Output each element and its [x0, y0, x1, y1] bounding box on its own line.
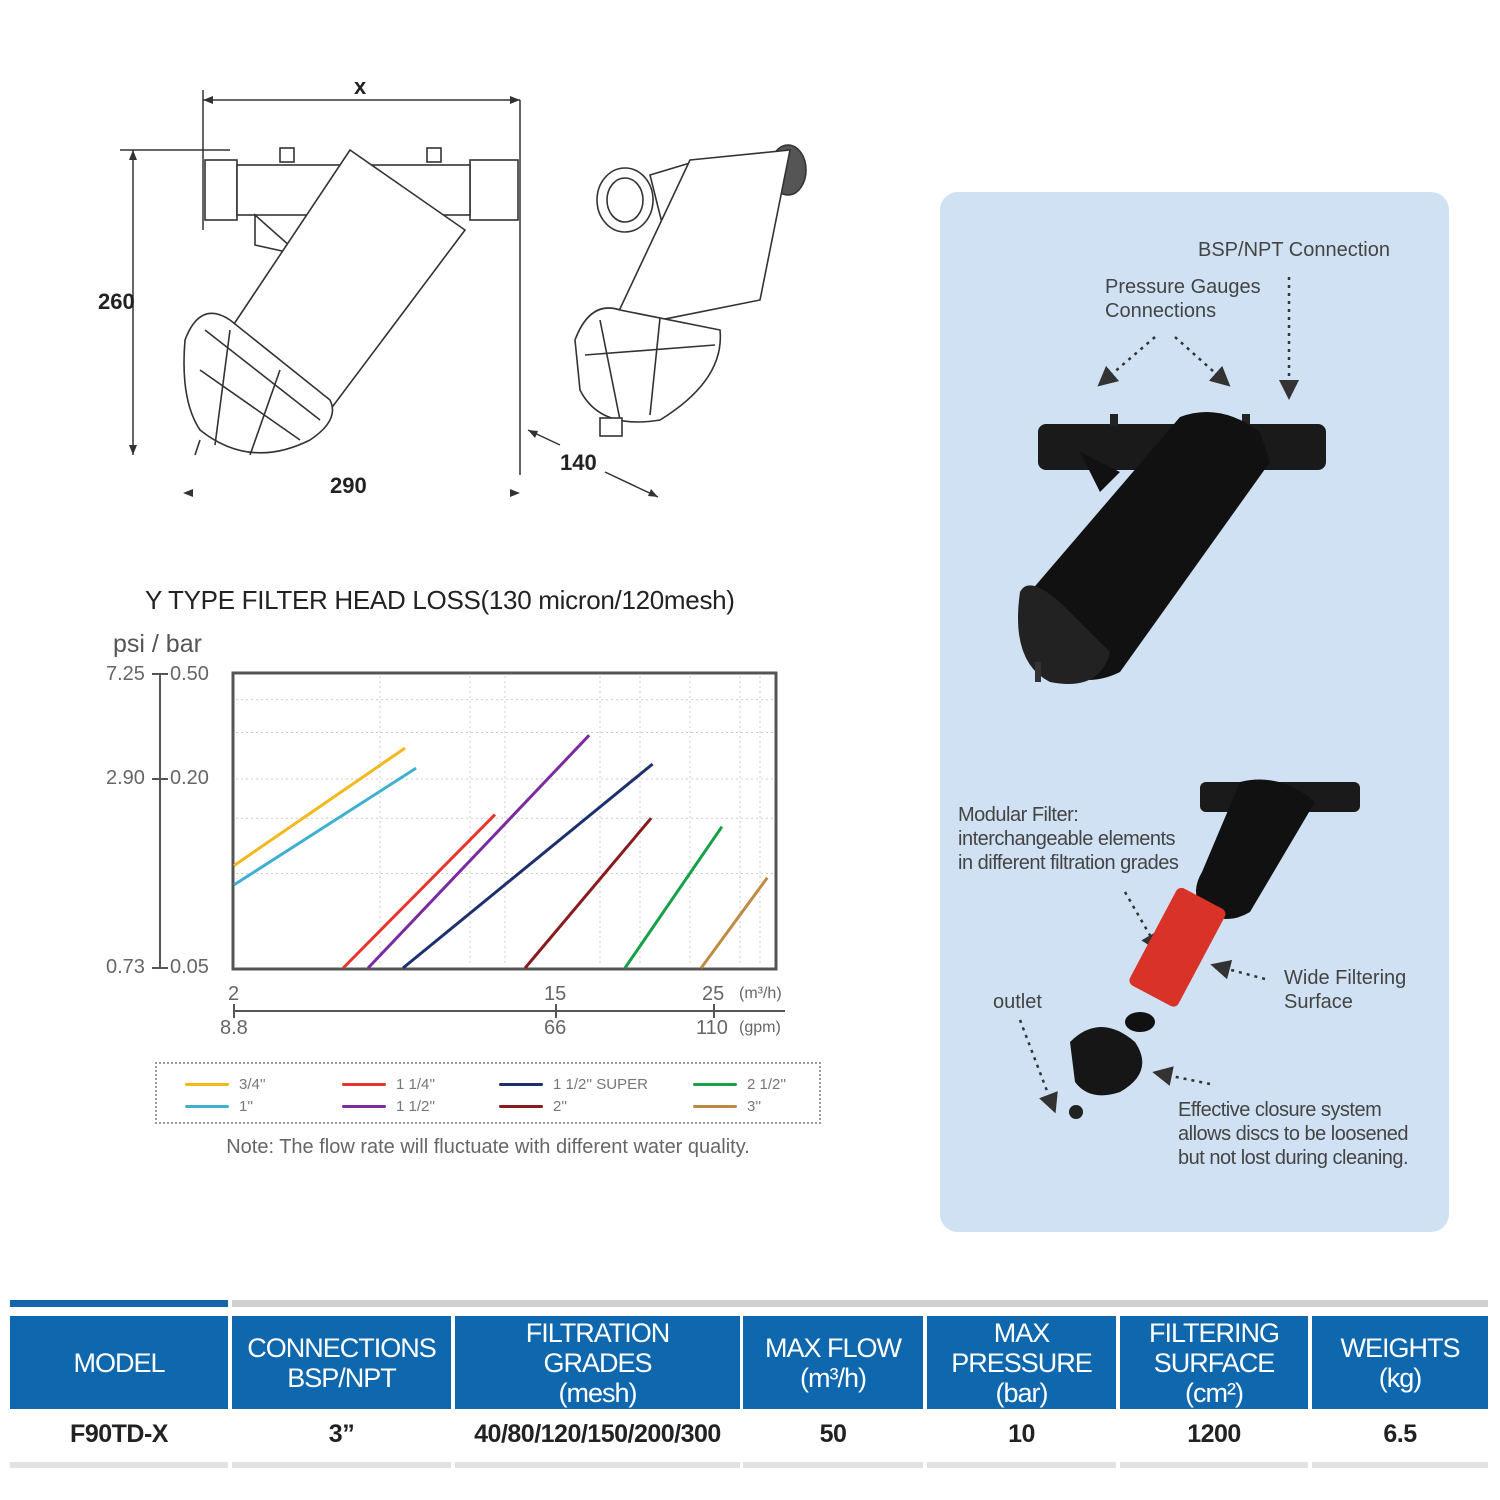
header-line: (kg)	[1378, 1362, 1423, 1393]
x-tick-m3h: 2	[228, 983, 240, 1005]
row-divider	[455, 1462, 740, 1468]
legend-item: 1 1/2'' SUPER	[499, 1076, 648, 1093]
header-line: GRADES	[543, 1347, 652, 1378]
plot-frame	[231, 671, 778, 971]
header-line: (cm²)	[1185, 1377, 1244, 1408]
cell-max-flow: 50	[819, 1419, 847, 1448]
cell-connections: 3”	[328, 1419, 355, 1448]
dimension-x-label: x	[354, 74, 367, 99]
series-line-2	[523, 817, 653, 969]
cell-filtering-surface: 1200	[1187, 1419, 1241, 1448]
cell-weights: 6.5	[1383, 1419, 1417, 1448]
row-divider	[1312, 1462, 1488, 1468]
dimension-length-label: 290	[330, 473, 367, 498]
feature-panel	[940, 192, 1449, 1232]
chart-title: Y TYPE FILTER HEAD LOSS(130 micron/120me…	[145, 585, 735, 615]
filter-side-view	[574, 144, 807, 437]
header-line: (mesh)	[558, 1377, 637, 1408]
row-divider	[10, 1462, 228, 1468]
header-line: MAX FLOW	[764, 1332, 902, 1363]
header-line: BSP/NPT	[287, 1362, 397, 1393]
series-line-1-1-2	[367, 734, 591, 970]
y-tick-bar: 0.50	[170, 663, 209, 685]
header-line: PRESSURE	[951, 1347, 1093, 1378]
row-divider	[743, 1462, 923, 1468]
y-tick-psi: 0.73	[106, 956, 145, 978]
header-line: WEIGHTS	[1340, 1332, 1461, 1363]
cell-model: F90TD-X	[70, 1419, 168, 1448]
x-tick-m3h: 15	[544, 983, 567, 1005]
dimension-height-label: 260	[98, 289, 135, 314]
callout-outlet: outlet	[993, 991, 1042, 1013]
chart-note: Note: The flow rate will fluctuate with …	[226, 1136, 750, 1158]
dimension-depth-label: 140	[560, 450, 597, 475]
header-line: CONNECTIONS	[247, 1332, 437, 1363]
x-unit-gpm: (gpm)	[739, 1019, 781, 1036]
table-accent-bar	[10, 1300, 228, 1307]
header-line: FILTERING	[1148, 1317, 1280, 1348]
series-line-1-1-4	[342, 813, 497, 970]
header-line: (m³/h)	[800, 1362, 867, 1393]
x-tick-m3h: 25	[702, 983, 725, 1005]
filter-photo-exploded	[1069, 779, 1360, 1119]
legend-item: 3/4''	[185, 1076, 266, 1093]
x-tick-gpm: 66	[544, 1017, 567, 1039]
header-weights: WEIGHTS(kg)	[1312, 1316, 1488, 1409]
dimension-drawing	[120, 90, 807, 498]
row-divider	[232, 1462, 451, 1468]
series-line-1-1-2-super	[402, 762, 654, 970]
y-tick-psi: 2.90	[106, 767, 145, 789]
y-tick-psi: 7.25	[106, 663, 145, 685]
header-line: MODEL	[73, 1347, 165, 1378]
legend-item: 1 1/4''	[342, 1076, 435, 1093]
chart-legend: 3/4'' 1'' 1 1/4'' 1 1/2'' 1 1/2'' SUPER …	[155, 1062, 821, 1124]
y-axis-label: psi / bar	[113, 630, 202, 658]
cell-filtration-grades: 40/80/120/150/200/300	[474, 1419, 721, 1448]
header-line: MAX	[993, 1317, 1051, 1348]
x-tick-gpm: 110	[696, 1017, 728, 1039]
callout-bsp-npt: BSP/NPT Connection	[1198, 239, 1390, 261]
series-line-2-1-2	[623, 825, 724, 969]
x-unit-m3h: (m³/h)	[739, 985, 782, 1002]
legend-item: 2 1/2''	[693, 1076, 786, 1093]
header-line: FILTRATION	[525, 1317, 670, 1348]
filter-photo-assembled	[1018, 412, 1326, 684]
x-tick-gpm: 8.8	[220, 1017, 248, 1039]
filter-front-view	[183, 147, 519, 456]
header-model: MODEL	[10, 1316, 228, 1409]
row-divider	[1120, 1462, 1308, 1468]
cell-max-pressure: 10	[1008, 1419, 1035, 1448]
legend-item: 3''	[693, 1098, 761, 1115]
y-tick-bar: 0.20	[170, 767, 209, 789]
header-line: (bar)	[995, 1377, 1048, 1408]
header-line: SURFACE	[1153, 1347, 1276, 1378]
series-line-3-4	[233, 746, 406, 867]
row-divider	[927, 1462, 1116, 1468]
feature-illustrations	[1018, 277, 1360, 1119]
head-loss-chart	[152, 671, 785, 1018]
series-line-1	[233, 766, 417, 887]
y-tick-bar: 0.05	[170, 956, 209, 978]
legend-item: 2''	[499, 1098, 567, 1115]
table-top-rule	[232, 1300, 1488, 1307]
legend-item: 1''	[185, 1098, 253, 1115]
legend-item: 1 1/2''	[342, 1098, 435, 1115]
header-max-flow: MAX FLOW(m³/h)	[743, 1316, 923, 1409]
series-line-3	[699, 876, 769, 969]
